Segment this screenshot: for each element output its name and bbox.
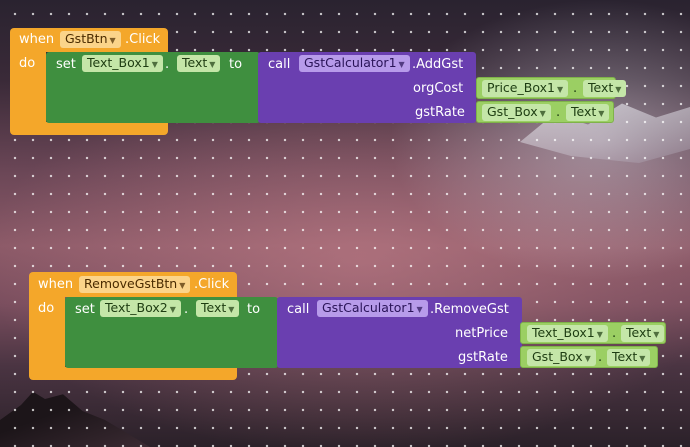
getter-property-dropdown[interactable]: Text▼	[621, 325, 665, 342]
dropdown-arrow-icon: ▼	[228, 305, 235, 314]
getter-component-dropdown[interactable]: Text_Box1▼	[527, 325, 608, 342]
getter-property-name: Text	[612, 349, 638, 364]
dot-label: .	[612, 326, 617, 341]
setter-property-dropdown[interactable]: Text▼	[177, 55, 221, 72]
dropdown-arrow-icon: ▼	[398, 60, 405, 69]
setter-component-dropdown[interactable]: Text_Box2▼	[100, 300, 181, 317]
setter-property-dropdown[interactable]: Text▼	[196, 300, 240, 317]
dropdown-arrow-icon: ▼	[416, 305, 423, 314]
event-body-left	[10, 52, 46, 124]
dropdown-arrow-icon: ▼	[539, 109, 546, 118]
getter-property-name: Text	[571, 104, 597, 119]
getter-property-name: Text	[626, 325, 652, 340]
to-label: to	[247, 302, 261, 317]
dropdown-arrow-icon: ▼	[639, 354, 646, 363]
dot-label: .	[556, 105, 561, 120]
arg-label-gstrate: gstRate	[415, 105, 465, 120]
event-component-name: RemoveGstBtn	[84, 276, 178, 291]
when-label: when	[19, 32, 55, 47]
dropdown-arrow-icon: ▼	[653, 330, 660, 339]
procedure-component-dropdown[interactable]: GstCalculator1▼	[299, 55, 410, 72]
procedure-method-label: .RemoveGst	[430, 302, 509, 317]
getter-component-name: Gst_Box	[487, 104, 538, 119]
arg-label-netprice: netPrice	[455, 326, 509, 341]
getter-component-dropdown[interactable]: Gst_Box▼	[527, 349, 596, 366]
dropdown-arrow-icon: ▼	[598, 109, 605, 118]
setter-component-name: Text_Box1	[87, 55, 150, 70]
dropdown-arrow-icon: ▼	[556, 85, 564, 94]
procedure-component-name: GstCalculator1	[304, 55, 397, 70]
event-footer	[10, 122, 168, 135]
dropdown-arrow-icon: ▼	[169, 305, 176, 314]
do-label: do	[38, 301, 55, 316]
dot-label: .	[573, 81, 578, 96]
dropdown-arrow-icon: ▼	[209, 60, 216, 69]
event-component-dropdown[interactable]: GstBtn▼	[60, 31, 121, 48]
dot-label: .	[184, 302, 189, 317]
setter-component-name: Text_Box2	[105, 300, 168, 315]
getter-property-dropdown[interactable]: Text▼	[566, 104, 610, 121]
when-label: when	[38, 277, 74, 292]
setter-property-name: Text	[182, 55, 208, 70]
event-body-left	[29, 297, 65, 369]
arg-label-orgcost: orgCost	[413, 81, 464, 96]
event-component-name: GstBtn	[65, 31, 108, 46]
getter-component-name: Gst_Box	[532, 349, 583, 364]
dropdown-arrow-icon: ▼	[615, 85, 622, 94]
procedure-component-name: GstCalculator1	[322, 300, 415, 315]
dropdown-arrow-icon: ▼	[151, 60, 158, 69]
getter-component-name: Text_Box1	[532, 325, 595, 340]
getter-component-dropdown[interactable]: Price_Box1▼	[482, 80, 569, 97]
dot-label: .	[165, 57, 170, 72]
setter-component-dropdown[interactable]: Text_Box1▼	[82, 55, 163, 72]
dot-label: .	[598, 350, 603, 365]
dropdown-arrow-icon: ▼	[584, 354, 591, 363]
to-label: to	[229, 57, 243, 72]
dropdown-arrow-icon: ▼	[109, 36, 116, 45]
set-label: set	[56, 57, 76, 72]
getter-property-dropdown[interactable]: Text▼	[583, 80, 627, 97]
dropdown-arrow-icon: ▼	[179, 281, 186, 290]
procedure-method-label: .AddGst	[412, 57, 464, 72]
event-name-label: .Click	[194, 277, 230, 292]
getter-property-dropdown[interactable]: Text▼	[607, 349, 651, 366]
arg-label-gstrate: gstRate	[458, 350, 508, 365]
getter-component-dropdown[interactable]: Gst_Box▼	[482, 104, 551, 121]
call-label: call	[287, 302, 310, 317]
getter-component-name: Price_Box1	[487, 80, 555, 95]
event-footer	[29, 367, 237, 380]
procedure-component-dropdown[interactable]: GstCalculator1▼	[317, 300, 428, 317]
set-label: set	[75, 302, 95, 317]
do-label: do	[19, 56, 36, 71]
event-name-label: .Click	[125, 32, 161, 47]
dark-mountain-background	[0, 391, 150, 447]
event-component-dropdown[interactable]: RemoveGstBtn▼	[79, 276, 191, 293]
setter-property-name: Text	[201, 300, 227, 315]
dropdown-arrow-icon: ▼	[596, 330, 603, 339]
getter-property-name: Text	[588, 80, 614, 95]
call-label: call	[268, 57, 291, 72]
